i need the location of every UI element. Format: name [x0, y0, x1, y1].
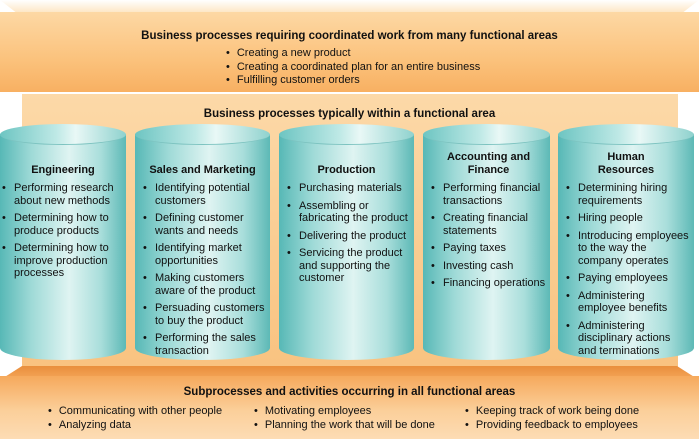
list-item: Persuading customers to buy the product [143, 302, 266, 327]
cylinder-title: Sales and Marketing [149, 164, 256, 176]
bottom-list-col-1: Communicating with other people Analyzin… [48, 405, 222, 432]
list-item: Performing financial transactions [431, 182, 546, 207]
list-item: Identifying potential customers [143, 182, 266, 207]
middle-heading: Business processes typically within a fu… [203, 108, 496, 120]
list-item: Servicing the product and supporting the… [287, 247, 410, 285]
cylinder-list: Purchasing materials Assembling or fabri… [287, 182, 410, 290]
cylinder-production: Production Purchasing materials Assembli… [279, 124, 414, 360]
cylinder-list: Determining hiring requirements Hiring p… [566, 182, 690, 362]
cylinder-engineering: Engineering Performing research about ne… [0, 124, 126, 360]
cylinder-list: Identifying potential customers Defining… [143, 182, 266, 362]
list-item: Purchasing materials [287, 182, 410, 195]
cylinder-title: Human Resources [597, 151, 655, 176]
list-item: Administering employee benefits [566, 290, 690, 315]
list-item: Determining hiring requirements [566, 182, 690, 207]
list-item: Making customers aware of the product [143, 272, 266, 297]
top-list-item: Creating a coordinated plan for an entir… [226, 61, 480, 75]
list-item: Introducing employees to the way the com… [566, 230, 690, 268]
cylinder-title: Engineering [31, 164, 95, 176]
list-item: Delivering the product [287, 230, 410, 243]
list-item: Administering disciplinary actions and t… [566, 320, 690, 358]
list-item: Investing cash [431, 260, 546, 273]
top-band-edge [0, 0, 699, 14]
list-item: Identifying market opportunities [143, 242, 266, 267]
cylinder-title: Accounting and Finance [446, 151, 531, 176]
list-item: Determining how to produce products [2, 212, 122, 237]
top-heading: Business processes requiring coordinated… [141, 30, 558, 42]
top-list: Creating a new product Creating a coordi… [226, 47, 480, 88]
list-item: Defining customer wants and needs [143, 212, 266, 237]
list-item: Paying taxes [431, 242, 546, 255]
list-item: Planning the work that will be done [254, 419, 435, 433]
list-item: Performing research about new methods [2, 182, 122, 207]
list-item: Determining how to improve production pr… [2, 242, 122, 280]
list-item: Hiring people [566, 212, 690, 225]
list-item: Financing operations [431, 277, 546, 290]
top-list-item: Creating a new product [226, 47, 480, 61]
cylinder-list: Performing financial transactions Creati… [431, 182, 546, 295]
cylinder-title: Production [317, 164, 376, 176]
list-item: Communicating with other people [48, 405, 222, 419]
list-item: Assembling or fabricating the product [287, 200, 410, 225]
bottom-heading: Subprocesses and activities occurring in… [183, 386, 516, 398]
bottom-list-col-2: Motivating employees Planning the work t… [254, 405, 435, 432]
bottom-list-col-3: Keeping track of work being done Providi… [465, 405, 639, 432]
list-item: Analyzing data [48, 419, 222, 433]
cylinder-accounting-and-finance: Accounting and Finance Performing financ… [423, 124, 550, 360]
list-item: Keeping track of work being done [465, 405, 639, 419]
cylinder-list: Performing research about new methods De… [2, 182, 122, 285]
list-item: Performing the sales transaction [143, 332, 266, 357]
cylinder-human-resources: Human Resources Determining hiring requi… [558, 124, 694, 360]
list-item: Paying employees [566, 272, 690, 285]
list-item: Creating financial statements [431, 212, 546, 237]
list-item: Motivating employees [254, 405, 435, 419]
top-list-item: Fulfilling customer orders [226, 74, 480, 88]
list-item: Providing feedback to employees [465, 419, 639, 433]
cylinder-sales-and-marketing: Sales and Marketing Identifying potentia… [135, 124, 270, 360]
